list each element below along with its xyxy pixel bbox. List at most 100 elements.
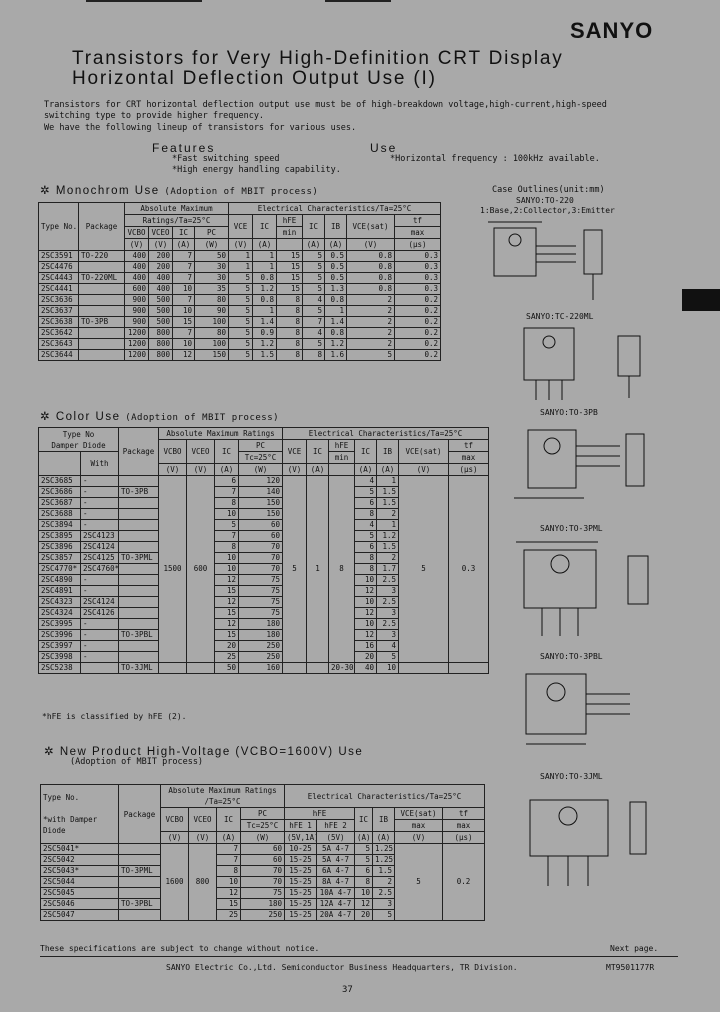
col-unit: (V) (228, 238, 253, 251)
table-cell: 2SC3643 (38, 338, 79, 350)
col-head: max (447, 451, 490, 464)
next-page-link[interactable]: Next page. (610, 944, 659, 953)
table-cell: TO-3PBL (118, 629, 159, 641)
table-cell: 75 (240, 887, 285, 899)
table-cell: 4 (354, 475, 377, 487)
table-cell: 5 (228, 272, 253, 284)
table-cell: 2 (346, 294, 395, 306)
table-cell: 6 (354, 541, 377, 553)
table-cell: 5 (302, 272, 325, 284)
table-cell: 500 (148, 305, 173, 317)
table-cell: 2SC4124 (80, 541, 119, 553)
table-cell: 12 (214, 574, 239, 586)
table-cell: - (80, 486, 119, 498)
table-cell: 7 (302, 316, 325, 328)
table-cell: 12 (172, 349, 195, 361)
table-cell (118, 497, 159, 509)
table-cell: 80 (194, 327, 229, 339)
table-cell: 25 (216, 909, 241, 921)
table-cell: 2SC5045 (40, 887, 119, 899)
col-unit: (A) (216, 831, 241, 844)
table-cell: 7 (216, 843, 241, 855)
table-cell: 60 (240, 854, 285, 866)
col-head: IC (354, 439, 377, 464)
table-cell (118, 618, 159, 630)
footer-rule (40, 956, 678, 957)
table-cell (78, 294, 125, 306)
table-cell: 15 (216, 898, 241, 910)
table-cell: 8 (328, 475, 355, 663)
table-cell: 250 (238, 640, 283, 652)
table-cell: 1 (324, 305, 347, 317)
use-heading: Use (370, 141, 398, 155)
col-head: hFE (284, 807, 355, 820)
table-cell: 500 (148, 294, 173, 306)
table-cell: TO-3PBL (118, 898, 161, 910)
table-cell: 1 (376, 519, 399, 531)
table-cell: 75 (238, 574, 283, 586)
diamond-icon: ✲ (40, 185, 56, 197)
table-cell: 5 (398, 475, 449, 663)
table-cell: 150 (238, 508, 283, 520)
table-cell: 12 (214, 596, 239, 608)
use-item: *Horizontal frequency : 100kHz available… (390, 154, 600, 164)
table-cell: 8 (354, 552, 377, 564)
table-cell: 2SC4123 (80, 530, 119, 542)
table-cell: 5 (302, 283, 325, 295)
table-cell: 2SC3857 (38, 552, 81, 564)
table-cell (118, 508, 159, 520)
table-cell: 2SC4770* (38, 563, 81, 575)
table-cell (118, 475, 159, 487)
col-head: min (328, 451, 355, 464)
table-cell: 160 (238, 662, 283, 674)
feature-item: *High energy handling capability. (172, 165, 341, 175)
table-cell: 30 (194, 261, 229, 273)
features-heading: Features (152, 141, 216, 155)
col-head: VCEO (186, 439, 215, 464)
col-head: IB (376, 439, 399, 464)
col-head: min (276, 226, 303, 239)
diamond-icon: ✲ (44, 746, 60, 758)
top-rule (86, 0, 202, 2)
table-cell: 2.5 (376, 574, 399, 586)
table-cell: 8 (354, 508, 377, 520)
table-cell: 5 (228, 327, 253, 339)
to-3pbl-outline (525, 673, 630, 745)
col-unit: (V) (160, 831, 189, 844)
col-head: IC (354, 807, 373, 832)
table-cell: 400 (148, 283, 173, 295)
col-package: Package (118, 784, 161, 844)
col-head: max (394, 819, 443, 832)
table-cell: 900 (124, 294, 149, 306)
col-head: IB (324, 214, 347, 239)
table-cell: 2SC4323 (38, 596, 81, 608)
table-cell: 1.5 (376, 486, 399, 498)
table-cell: 70 (238, 541, 283, 553)
table-cell: 4 (302, 327, 325, 339)
table-cell: 15-25 (284, 865, 317, 877)
table-cell: 10 (216, 876, 241, 888)
table-cell: 1 (228, 250, 253, 262)
table-cell: 7 (172, 272, 195, 284)
table-cell: 2SC4443 (38, 272, 79, 284)
col-unit: (W) (194, 238, 229, 251)
table-cell: 10 (354, 596, 377, 608)
table-cell: TO-3JML (118, 662, 159, 674)
table-cell: 2SC3896 (38, 541, 81, 553)
table-cell: - (80, 519, 119, 531)
table-cell (118, 563, 159, 575)
table-cell: 1600 (160, 843, 189, 921)
table-cell: 5 (376, 651, 399, 663)
col-head: tf (442, 807, 485, 820)
table-cell: 8 (276, 349, 303, 361)
col-package: Package (118, 427, 159, 476)
col-head: VCBO (124, 226, 149, 239)
table-cell: TO-3PML (118, 865, 161, 877)
table-cell: 2SC3644 (38, 349, 79, 361)
table-cell: 150 (194, 349, 229, 361)
table-cell: 15 (276, 261, 303, 273)
table-cell (158, 662, 187, 674)
